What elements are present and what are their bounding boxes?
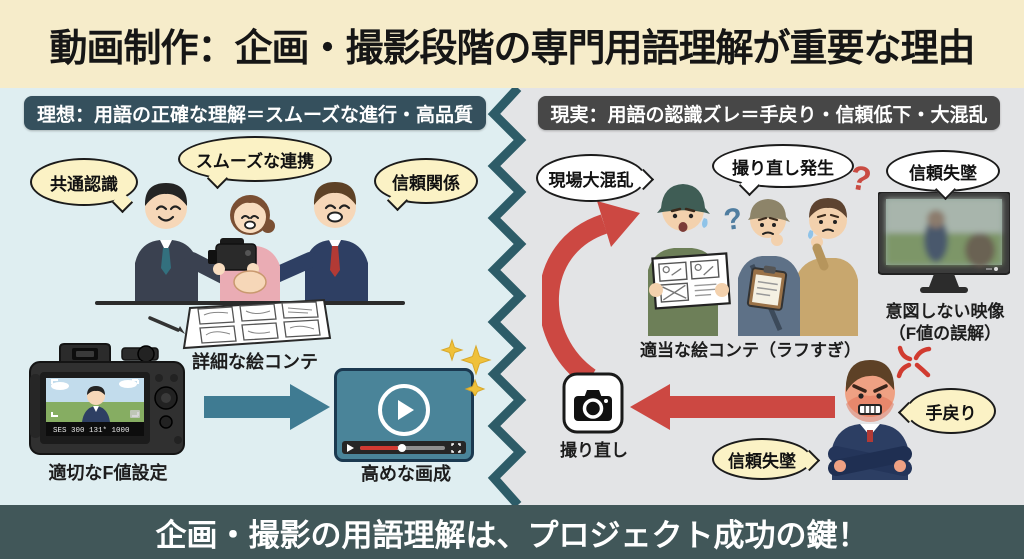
speech-bubble-reshoot: 撮り直し発生 xyxy=(712,144,854,197)
retake-label: 撮り直し xyxy=(560,441,628,460)
arrow-shaft xyxy=(668,396,835,418)
camera-retake-icon xyxy=(562,372,624,434)
small-play-icon xyxy=(347,443,354,452)
reality-header-text: 現実：用語の認識ズレ＝手戻り・信頼低下・大混乱 xyxy=(550,104,988,126)
player-label: 高めな画成 xyxy=(361,464,451,484)
detailed-storyboard-label: 詳細な絵コンテ xyxy=(192,352,318,372)
header: 動画制作：企画・撮影段階の専門用語理解が重要な理由 xyxy=(0,0,1024,88)
tv-label-line2: （F値の誤解） xyxy=(888,324,1002,343)
camera-osd-text: SES 300 131* 1000 xyxy=(53,427,130,435)
bubble-trust-top-text: 信頼失墜 xyxy=(909,163,977,183)
speech-bubble-trust-bottom: 信頼失墜 xyxy=(712,438,821,480)
arrow-head xyxy=(630,384,670,430)
footer-message: 企画・撮影の用語理解は、プロジェクト成功の鍵！ xyxy=(155,517,869,553)
zigzag-divider xyxy=(484,88,527,505)
speech-bubble-shared: 共通認識 xyxy=(30,158,138,214)
bubble-chaos-text: 現場大混乱 xyxy=(548,170,634,190)
confused-crew-illustration xyxy=(648,184,858,336)
reality-header-badge: 現実：用語の認識ズレ＝手戻り・信頼低下・大混乱 xyxy=(538,96,1000,130)
bubble-trust-bottom-text: 信頼失墜 xyxy=(728,451,796,471)
table-edge xyxy=(95,301,405,305)
detailed-storyboard-illustration xyxy=(148,298,332,350)
bubble-rework-text: 手戻り xyxy=(925,403,977,423)
page-title: 動画制作：企画・撮影段階の専門用語理解が重要な理由 xyxy=(49,27,975,70)
speech-bubble-rework: 手戻り xyxy=(897,388,996,434)
sparkles-icon xyxy=(440,338,492,396)
play-triangle xyxy=(398,400,414,420)
anger-symbol-icon xyxy=(896,345,932,379)
tv-monitor-illustration xyxy=(878,192,1010,293)
red-curved-arrow xyxy=(542,201,640,385)
bubble-reshoot-text: 撮り直し発生 xyxy=(732,158,834,178)
play-button-icon xyxy=(378,384,430,436)
speech-bubble-trust-top: 信頼失墜 xyxy=(886,150,1000,201)
fullscreen-icon xyxy=(451,442,461,453)
handshake-people-illustration xyxy=(135,182,368,304)
bubble-trust-text: 信頼関係 xyxy=(392,173,460,193)
arrow-shaft xyxy=(204,396,292,418)
ideal-header-text: 理想：用語の正確な理解＝スムーズな進行・高品質 xyxy=(36,104,474,126)
ideal-header-badge: 理想：用語の正確な理解＝スムーズな進行・高品質 xyxy=(24,96,486,130)
dslr-camera-illustration: SES 300 131* 1000 xyxy=(29,343,185,455)
bubble-smooth-text: スムーズな連携 xyxy=(195,151,315,171)
red-left-arrow xyxy=(630,384,835,430)
angry-client-illustration xyxy=(828,360,912,480)
footer-banner: 企画・撮影の用語理解は、プロジェクト成功の鍵！ xyxy=(0,505,1024,559)
speech-bubble-chaos: 現場大混乱 xyxy=(536,154,655,202)
camera-setting-label: 適切なF値設定 xyxy=(48,463,168,483)
teal-right-arrow xyxy=(204,384,330,430)
progress-knob xyxy=(398,443,407,452)
speech-bubble-trust: 信頼関係 xyxy=(374,158,478,212)
progress-bar xyxy=(360,443,445,452)
progress-fill xyxy=(360,445,399,450)
rough-storyboard-label: 適当な絵コンテ（ラフすぎ） xyxy=(640,341,861,360)
video-player xyxy=(334,368,474,462)
player-controls xyxy=(342,441,466,454)
speech-bubble-smooth: スムーズな連携 xyxy=(178,136,332,190)
tv-label-line1: 意図しない映像 xyxy=(885,302,1005,321)
arrow-head xyxy=(290,384,330,430)
bubble-shared-text: 共通認識 xyxy=(50,174,118,194)
